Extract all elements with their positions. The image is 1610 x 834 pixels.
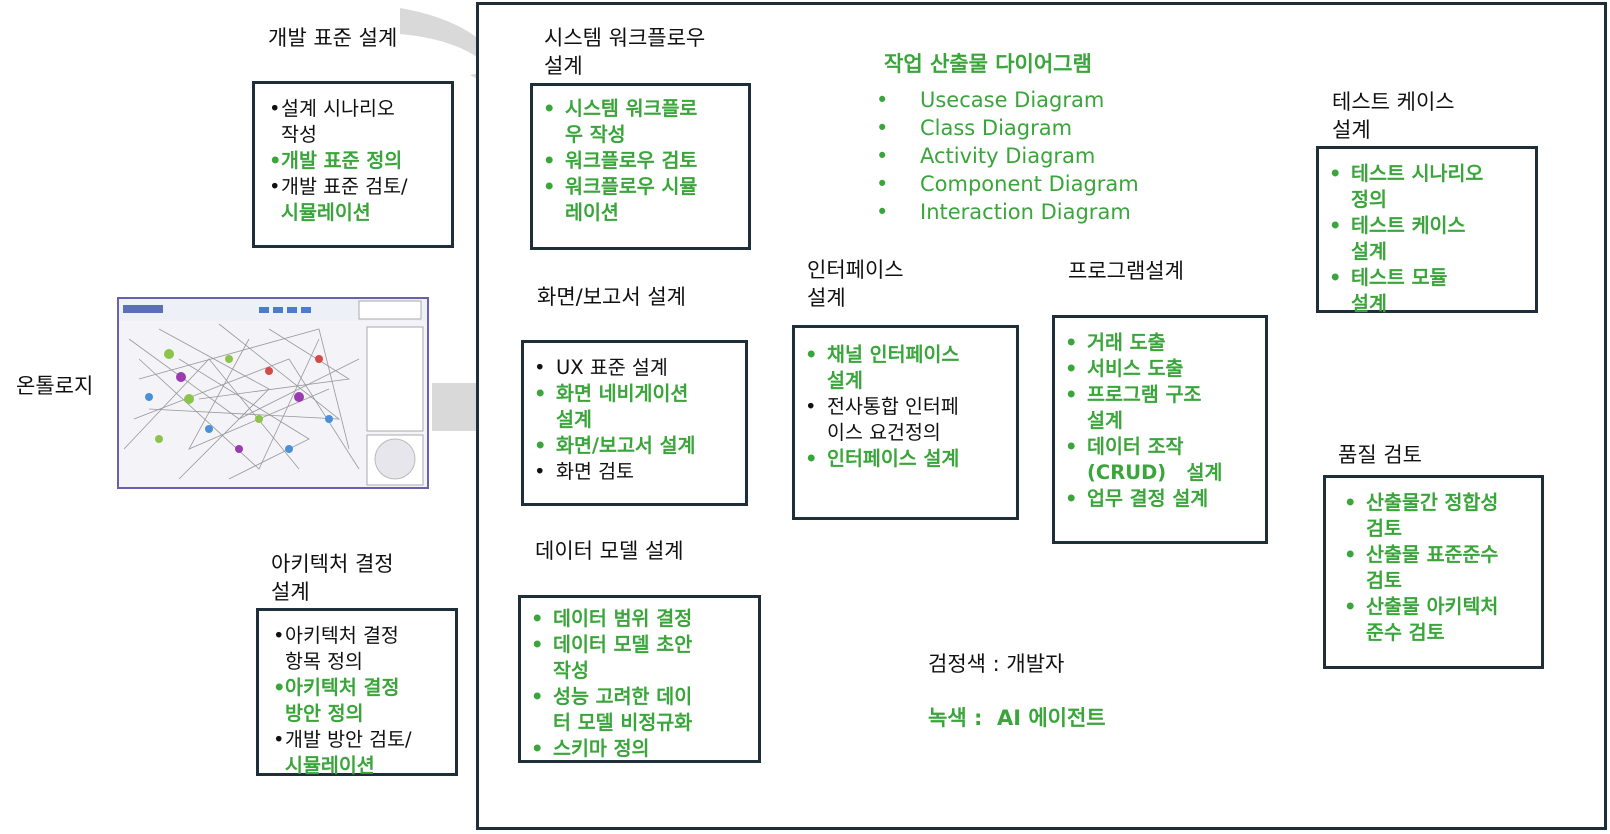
artifact-activity: •Activity Diagram (876, 144, 1096, 168)
quality-title: 품질 검토 (1338, 443, 1422, 467)
test-case-item-2: •테스트 케이스 설계 (1329, 214, 1466, 263)
artifact-component: •Component Diagram (876, 172, 1139, 196)
quality-box: •산출물간 정합성 검토 •산출물 표준준수 검토 •산출물 아키텍처 준수 검… (1323, 475, 1544, 669)
interface-item-2: •전사통합 인터페 이스 요건정의 (805, 395, 959, 444)
program-item-2: •서비스 도출 (1065, 357, 1184, 380)
data-model-item-1: •데이터 범위 결정 (531, 607, 693, 630)
screen-list: •UX 표준 설계 •화면 네비게이션 설계 •화면/보고서 설계 •화면 검토 (524, 355, 741, 485)
data-model-box: •데이터 범위 결정 •데이터 모델 초안 작성 •성능 고려한 데이 터 모델… (518, 595, 761, 763)
data-model-list: •데이터 범위 결정 •데이터 모델 초안 작성 •성능 고려한 데이 터 모델… (521, 606, 754, 762)
quality-item-3: •산출물 아키텍처 준수 검토 (1344, 595, 1499, 644)
arch-decision-item-3: •개발 방안 검토/시뮬레이션 (273, 728, 412, 777)
arch-decision-box: •아키텍처 결정 항목 정의 •아키텍처 결정 방안 정의 •개발 방안 검토/… (256, 608, 458, 779)
program-item-4: •데이터 조작 (CRUD) 설계 (1065, 435, 1223, 484)
ontology-graph-image (117, 297, 429, 489)
dev-standard-item-2: •개발 표준 정의 (269, 149, 403, 172)
program-title: 프로그램설계 (1068, 259, 1184, 283)
legend-green: 녹색 : AI 에이전트 (928, 706, 1106, 730)
ontology-graph (119, 299, 427, 486)
screen-box: •UX 표준 설계 •화면 네비게이션 설계 •화면/보고서 설계 •화면 검토 (521, 340, 748, 506)
quality-item-1: •산출물간 정합성 검토 (1344, 491, 1499, 540)
ontology-label: 온톨로지 (16, 374, 94, 398)
interface-list: •채널 인터페이스 설계 •전사통합 인터페 이스 요건정의 •인터페이스 설계 (795, 342, 1012, 472)
dev-standard-title: 개발 표준 설계 (268, 26, 398, 50)
program-list: •거래 도출 •서비스 도출 •프로그램 구조 설계 •데이터 조작 (CRUD… (1055, 330, 1261, 512)
legend-black: 검정색 : 개발자 (928, 652, 1065, 676)
test-case-item-3: •테스트 모듈 설계 (1329, 266, 1448, 315)
quality-list: •산출물간 정합성 검토 •산출물 표준준수 검토 •산출물 아키텍처 준수 검… (1334, 490, 1537, 646)
test-case-box: •테스트 시나리오 정의 •테스트 케이스 설계 •테스트 모듈 설계 (1316, 146, 1538, 315)
program-item-5: •업무 결정 설계 (1065, 487, 1209, 510)
interface-title: 인터페이스 설계 (807, 258, 904, 310)
workflow-list: •시스템 워크플로 우 작성 •워크플로우 검토 •워크플로우 시뮬 레이션 (533, 96, 744, 226)
artifact-interaction: •Interaction Diagram (876, 200, 1131, 224)
program-box: •거래 도출 •서비스 도출 •프로그램 구조 설계 •데이터 조작 (CRUD… (1052, 315, 1268, 544)
artifacts-title: 작업 산출물 다이어그램 (884, 52, 1092, 76)
artifact-usecase: •Usecase Diagram (876, 88, 1105, 112)
interface-item-3: •인터페이스 설계 (805, 447, 960, 470)
screen-item-4: •화면 검토 (534, 460, 634, 483)
data-model-title: 데이터 모델 설계 (535, 539, 684, 563)
dev-standard-item-3: •개발 표준 검토/시뮬레이션 (269, 175, 408, 224)
workflow-box: •시스템 워크플로 우 작성 •워크플로우 검토 •워크플로우 시뮬 레이션 (530, 83, 751, 250)
data-model-item-4: •스키마 정의 (531, 737, 650, 760)
test-case-list: •테스트 시나리오 정의 •테스트 케이스 설계 •테스트 모듈 설계 (1319, 161, 1531, 317)
workflow-title: 시스템 워크플로우 설계 (544, 26, 706, 78)
quality-item-2: •산출물 표준준수 검토 (1344, 543, 1499, 592)
dev-standard-list: •설계 시나리오 작성 •개발 표준 정의 •개발 표준 검토/시뮬레이션 (265, 96, 445, 226)
artifacts-list: •Usecase Diagram •Class Diagram •Activit… (874, 86, 1139, 226)
artifact-class: •Class Diagram (876, 116, 1073, 140)
data-model-item-2: •데이터 모델 초안 작성 (531, 633, 693, 682)
screen-title: 화면/보고서 설계 (537, 285, 686, 309)
test-case-title: 테스트 케이스 설계 (1332, 90, 1455, 142)
screen-item-3: •화면/보고서 설계 (534, 434, 696, 457)
interface-box: •채널 인터페이스 설계 •전사통합 인터페 이스 요건정의 •인터페이스 설계 (792, 325, 1019, 520)
arch-decision-item-2: •아키텍처 결정 방안 정의 (273, 676, 400, 725)
program-item-3: •프로그램 구조 설계 (1065, 383, 1202, 432)
workflow-item-3: •워크플로우 시뮬 레이션 (543, 175, 698, 224)
interface-item-1: •채널 인터페이스 설계 (805, 343, 960, 392)
screen-item-2: •화면 네비게이션 설계 (534, 382, 689, 431)
test-case-item-1: •테스트 시나리오 정의 (1329, 162, 1484, 211)
arch-decision-list: •아키텍처 결정 항목 정의 •아키텍처 결정 방안 정의 •개발 방안 검토/… (269, 623, 449, 779)
dev-standard-item-1: •설계 시나리오 작성 (269, 97, 395, 146)
screen-item-1: •UX 표준 설계 (534, 356, 668, 379)
workflow-item-1: •시스템 워크플로 우 작성 (543, 97, 698, 146)
dev-standard-box: •설계 시나리오 작성 •개발 표준 정의 •개발 표준 검토/시뮬레이션 (252, 81, 454, 248)
workflow-item-2: •워크플로우 검토 (543, 149, 698, 172)
arch-decision-item-1: •아키텍처 결정 항목 정의 (273, 624, 399, 673)
program-item-1: •거래 도출 (1065, 331, 1166, 354)
data-model-item-3: •성능 고려한 데이 터 모델 비정규화 (531, 685, 693, 734)
arch-decision-title: 아키텍처 결정 설계 (271, 552, 394, 604)
